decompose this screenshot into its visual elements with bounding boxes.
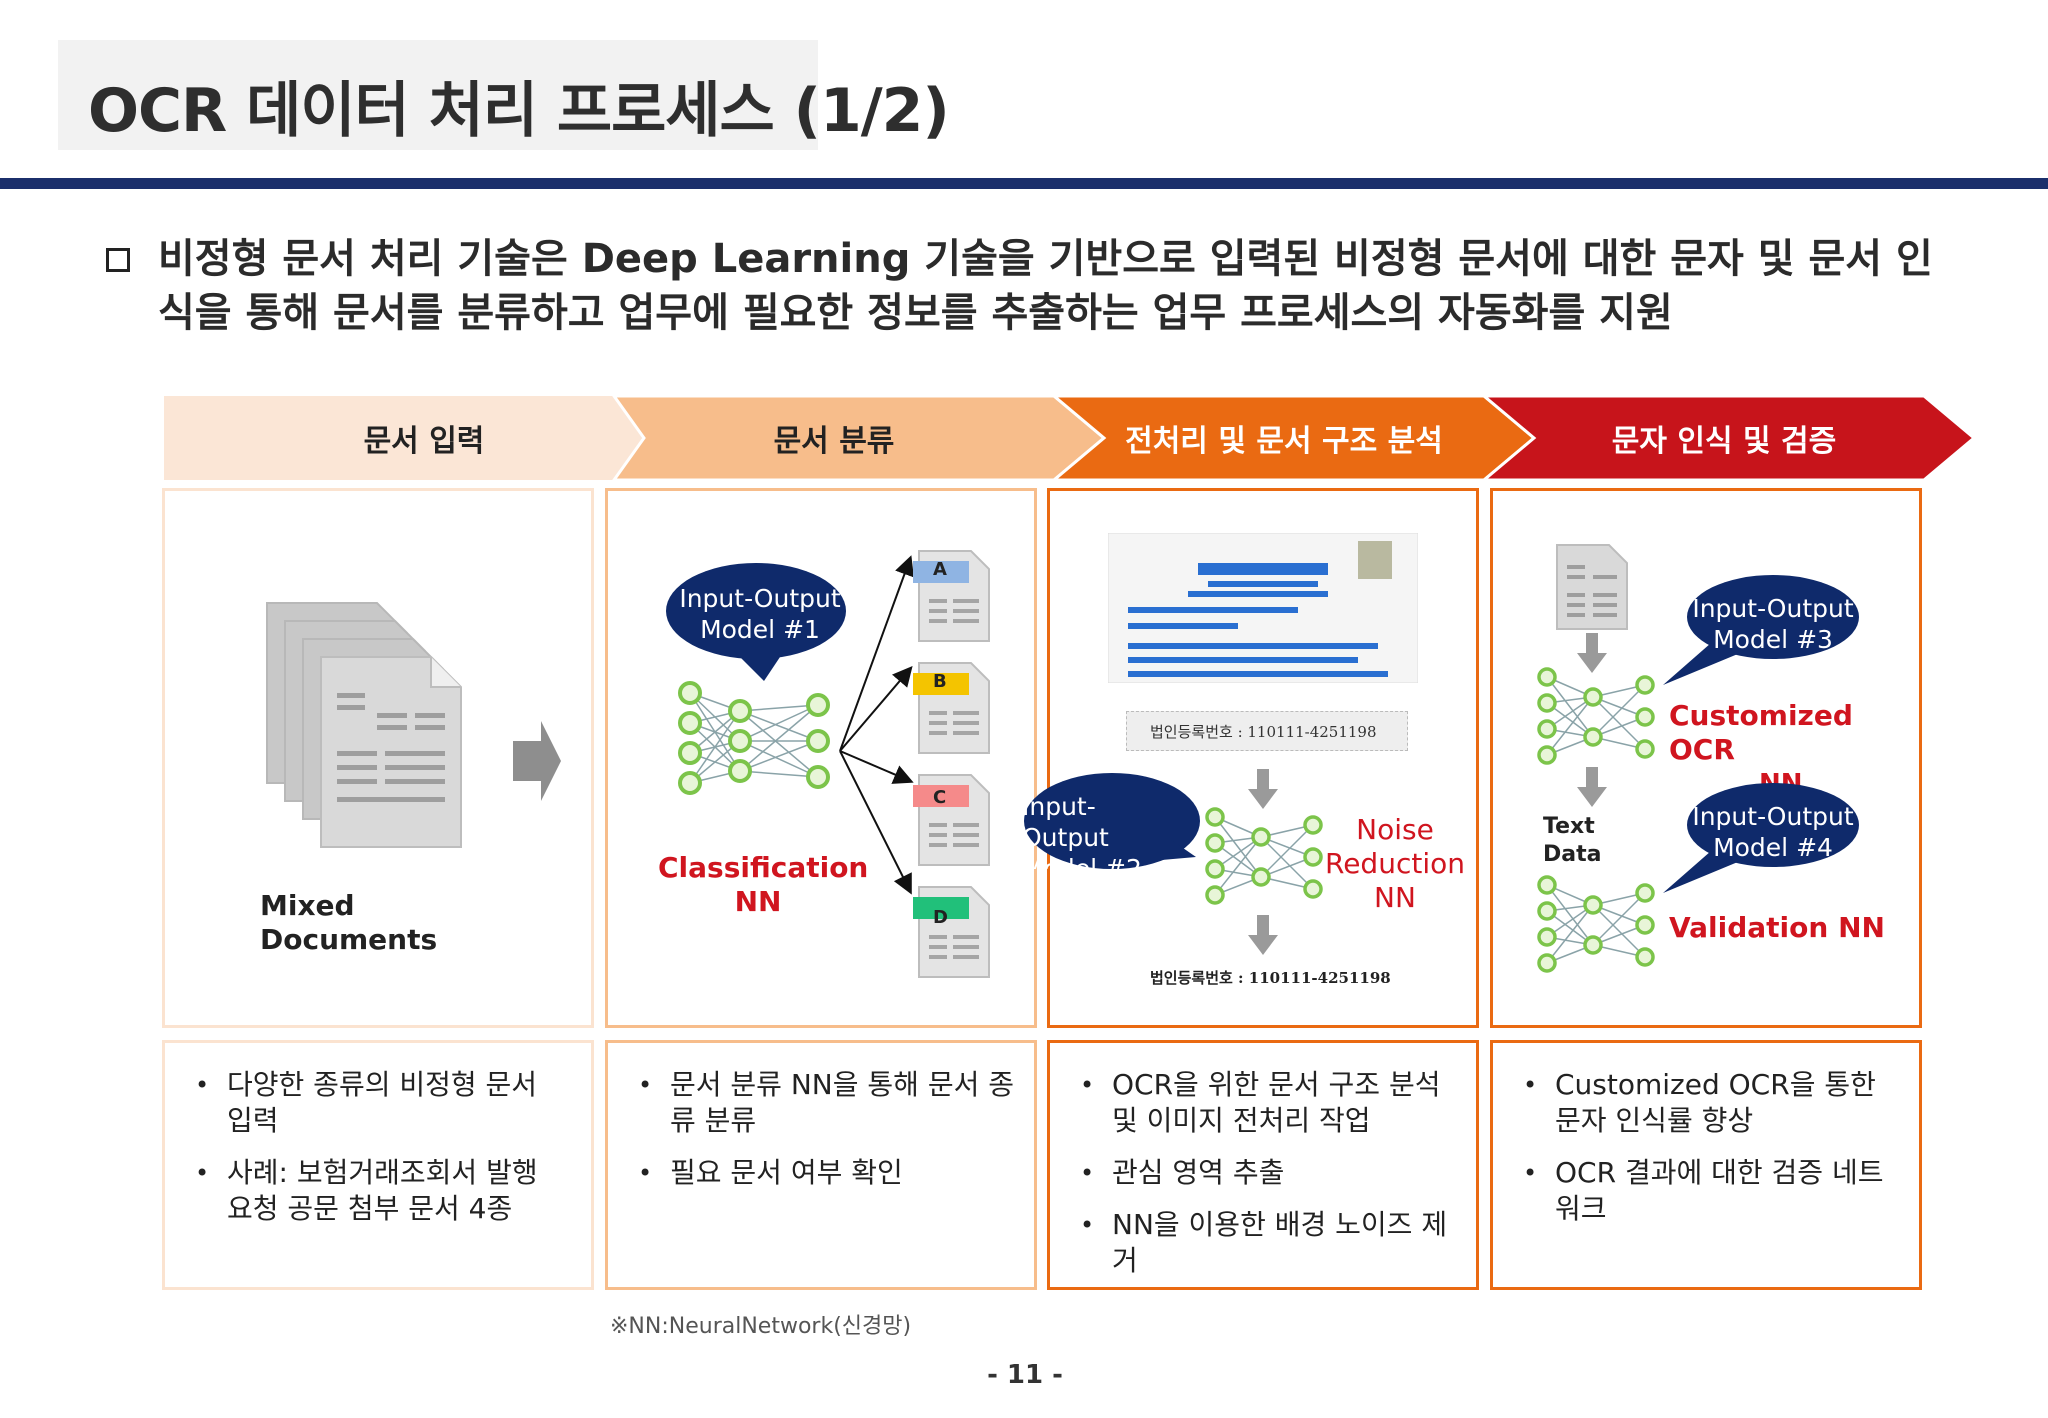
down-arrow-icon: [1577, 633, 1607, 673]
text-data-label: Text Data: [1543, 814, 1602, 867]
class-label-a: A: [933, 559, 947, 580]
footnote: ※NN:NeuralNetwork(신경망): [610, 1314, 912, 1339]
down-arrow-icon: [1577, 767, 1607, 807]
stage-chevron-3: [1051, 396, 1537, 480]
document-icon: [913, 886, 990, 978]
down-arrow-icon: [1248, 769, 1278, 809]
speech-bubble-icon: [666, 563, 846, 681]
mixed-documents-caption: Mixed Documents: [260, 889, 438, 956]
stage-chevrons: [164, 396, 1974, 480]
structured-document-scan: [1108, 533, 1418, 683]
stage-label-preprocess: 전처리 및 문서 구조 분석: [1125, 424, 1443, 459]
bullet-item: Customized OCR을 통한 문자 인식률 향상: [1523, 1067, 1899, 1139]
document-stack-icon: [266, 602, 462, 848]
classification-nn-label: Classification NN: [658, 851, 869, 918]
bullet-item: OCR 결과에 대한 검증 네트워크: [1523, 1155, 1899, 1227]
stage-chevron-4: [1481, 396, 1974, 480]
process-stage-bar: 문서 입력 문서 분류 전처리 및 문서 구조 분석 문자 인식 및 검증: [164, 396, 1974, 480]
bullet-item: OCR을 위한 문서 구조 분석및 이미지 전처리 작업: [1080, 1067, 1456, 1139]
stage-label-recognize: 문자 인식 및 검증: [1611, 424, 1837, 459]
speech-bubble-icon: [1024, 773, 1200, 869]
class-document-d: D: [913, 885, 993, 984]
speech-bubble-icon: [1663, 575, 1859, 685]
intro-text: 비정형 문서 처리 기술은 Deep Learning 기술을 기반으로 입력된…: [158, 236, 1933, 336]
class-document-c: C: [913, 773, 993, 872]
neural-network-icon: [1537, 875, 1655, 973]
panel-preprocessing: 법인등록번호 : 110111-4251198 Input- Output Mo…: [1022, 488, 1479, 1028]
panel-document-classification: Input-Output Model #1 Classification NN: [605, 488, 1037, 1028]
noise-reduction-nn-label: Noise Reduction NN: [1325, 813, 1465, 914]
clean-registration-text: 법인등록번호 : 110111-4251198: [1150, 969, 1391, 987]
bullet-item: NN을 이용한 배경 노이즈 제거: [1080, 1207, 1456, 1279]
gray-arrow-icon: [513, 721, 561, 801]
stage-chevron-1: [164, 396, 644, 480]
document-icon: [913, 774, 990, 866]
checkbox-bullet-icon: [106, 248, 130, 272]
bullets-preprocessing: OCR을 위한 문서 구조 분석및 이미지 전처리 작업 관심 영역 추출 NN…: [1047, 1040, 1479, 1290]
stage-chevron-2: [612, 396, 1107, 480]
stage-label-input: 문서 입력: [363, 424, 485, 459]
bullets-document-classification: 문서 분류 NN을 통해 문서 종류 분류 필요 문서 여부 확인: [605, 1040, 1037, 1290]
down-arrow-icon: [1248, 915, 1278, 955]
model-2-bubble-text: Input- Output Model #2: [1022, 792, 1142, 869]
bullet-item: 필요 문서 여부 확인: [638, 1155, 1014, 1191]
noisy-registration-image: [1126, 711, 1408, 751]
panel-recognition: Text Data Input-Output Model #3 Customiz…: [1490, 488, 1922, 1028]
customized-ocr-label: Customized OCR: [1669, 699, 1853, 766]
class-document-b: B: [913, 661, 993, 760]
model-1-bubble-text: Input-Output Model #1: [679, 584, 841, 644]
bullets-document-input: 다양한 종류의 비정형 문서 입력 사례: 보험거래조회서 발행 요청 공문 첨…: [162, 1040, 594, 1290]
page-title: OCR 데이터 처리 프로세스 (1/2): [88, 76, 950, 146]
classification-arrows: [839, 555, 914, 895]
validation-nn-label: Validation NN: [1669, 911, 1885, 944]
title-background: [58, 40, 818, 150]
page-number: - 11 -: [987, 1360, 1063, 1390]
neural-network-icon: [1205, 807, 1323, 905]
speech-bubble-icon: [1663, 783, 1859, 893]
neural-network-icon: [1537, 667, 1655, 765]
noisy-registration-text: 법인등록번호 : 110111-4251198: [1150, 723, 1377, 741]
bullet-item: 다양한 종류의 비정형 문서 입력: [195, 1067, 571, 1139]
class-label-c: C: [933, 787, 947, 808]
panel-document-input: Mixed Documents: [162, 488, 594, 1028]
title-rule: [0, 178, 2048, 189]
model-4-bubble-text: Input-Output Model #4: [1692, 802, 1854, 862]
bullet-item: 문서 분류 NN을 통해 문서 종류 분류: [638, 1067, 1014, 1139]
stage-label-classify: 문서 분류: [773, 424, 895, 459]
document-icon: [1556, 544, 1628, 630]
class-label-b: B: [933, 671, 947, 692]
neural-network-icon: [678, 681, 830, 795]
bullets-recognition: Customized OCR을 통한 문자 인식률 향상 OCR 결과에 대한 …: [1490, 1040, 1922, 1290]
document-icon: [913, 662, 990, 754]
class-document-a: A: [913, 549, 993, 648]
bullet-item: 사례: 보험거래조회서 발행 요청 공문 첨부 문서 4종: [195, 1155, 571, 1227]
model-3-bubble-text: Input-Output Model #3: [1692, 594, 1854, 654]
class-label-d: D: [933, 907, 948, 928]
bullet-item: 관심 영역 추출: [1080, 1155, 1456, 1191]
document-icon: [913, 550, 990, 642]
